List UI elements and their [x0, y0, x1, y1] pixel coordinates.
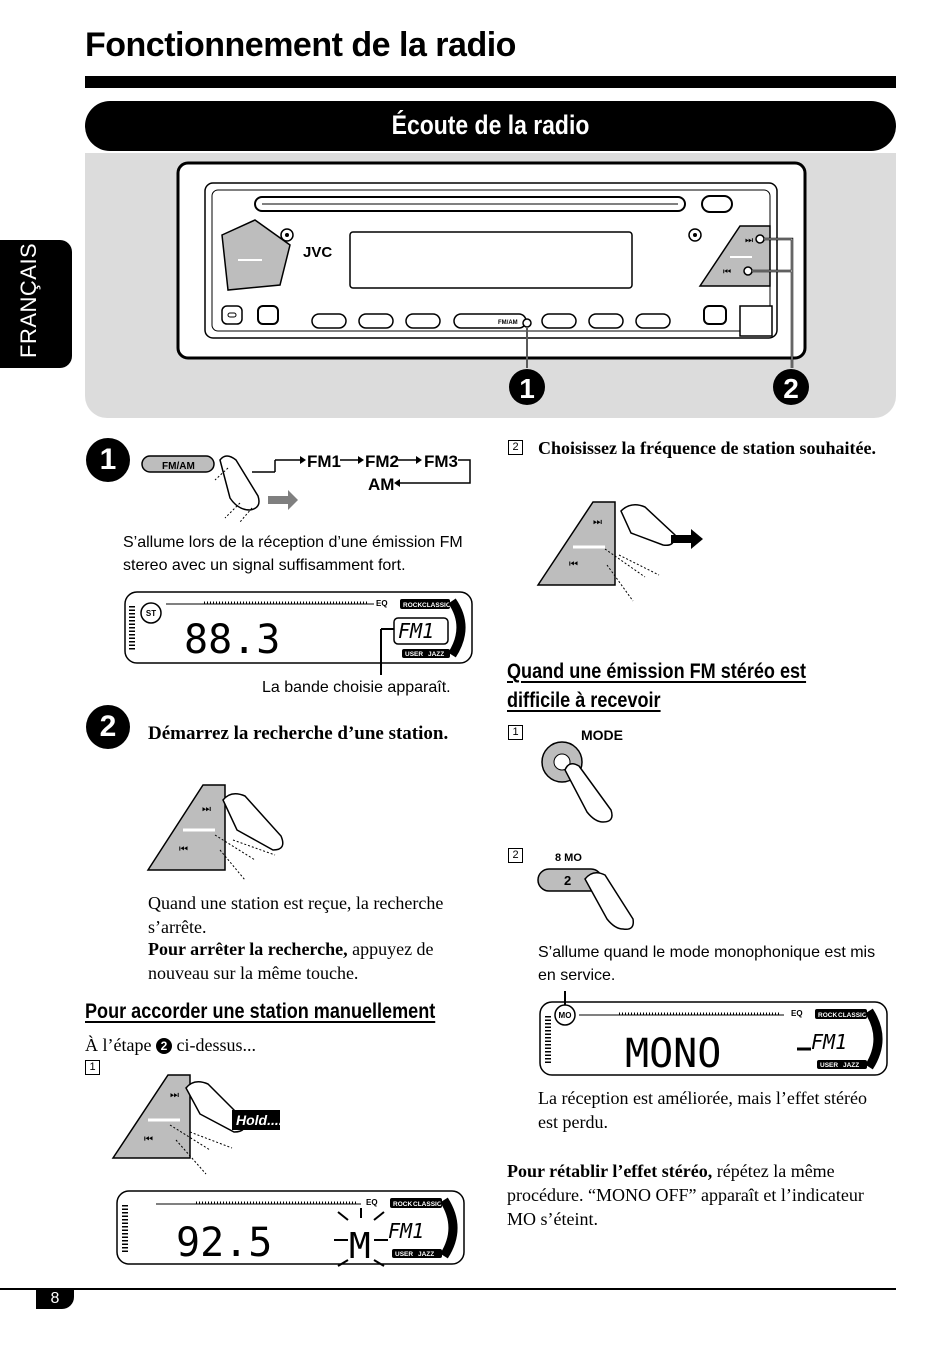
svg-text:ST: ST [146, 609, 156, 618]
stop-search-note: Pour arrêter la recherche, appuyez de no… [148, 939, 434, 983]
svg-text:2: 2 [564, 873, 571, 888]
tune-button-illustration: ⏭ ⏮ [536, 501, 703, 602]
lcd-display-1: ST 88.3 EQ ROCK CLASSIC FM1 USER JAZZ [124, 591, 473, 675]
svg-text:EQ: EQ [791, 1009, 803, 1018]
seek-button[interactable] [146, 784, 226, 871]
language-tab: FRANÇAIS [0, 240, 72, 368]
svg-text:FM1: FM1 [398, 619, 434, 643]
mode-label: MODE [581, 727, 623, 743]
footer-rule [0, 1288, 896, 1290]
choose-frequency-heading: Choisissez la fréquence de station souha… [538, 438, 876, 458]
restore-note: Pour rétablir l’effet stéréo, répétez la… [507, 1161, 864, 1229]
mo-button-illustration: 8 MO 2 [537, 852, 635, 931]
memory-indicator-flash: M [334, 1208, 388, 1267]
result-note: La réception est améliorée, mais l’effet… [538, 1088, 868, 1132]
manual-tuning-heading: Pour accorder une station manuellement [85, 1000, 436, 1023]
svg-text:⏮: ⏮ [569, 559, 578, 570]
lcd-display-mono: MO MONO EQ ROCK CLASSIC FM1 USER JAZZ [539, 991, 888, 1077]
svg-text:CLASSIC: CLASSIC [838, 1012, 867, 1019]
svg-text:JAZZ: JAZZ [418, 1251, 434, 1258]
next-icon: ⏭ [745, 236, 753, 246]
svg-text:FM/AM: FM/AM [162, 461, 195, 472]
hold-label: Hold.... [236, 1112, 283, 1128]
band-note: La bande choisie apparaît. [262, 679, 451, 696]
band-indicator [393, 617, 449, 645]
hold-seek-illustration: ⏭ ⏮ Hold.... [111, 1074, 283, 1175]
seek-button-press-illustration: ⏭ ⏮ [146, 784, 284, 881]
svg-text:⏭: ⏭ [170, 1090, 179, 1101]
prev-icon: ⏮ [723, 267, 731, 277]
manual-frequency-readout: 92.5 [176, 1220, 272, 1266]
band-am: AM [368, 475, 394, 494]
svg-text:2: 2 [783, 373, 799, 404]
mono-note: S’allume quand le mode monophonique est … [538, 944, 876, 984]
car-radio-faceplate: ⏭ ⏮ JVC FM/AM 1 2 [176, 161, 809, 405]
stereo-weak-heading-1: Quand une émission FM stéréo est [507, 660, 807, 683]
svg-text:CLASSIC: CLASSIC [413, 1201, 442, 1208]
svg-text:EQ: EQ [366, 1198, 378, 1207]
svg-text:ROCK: ROCK [393, 1201, 412, 1208]
mo-label: 8 MO [555, 852, 582, 864]
svg-text:⏮: ⏮ [144, 1134, 153, 1145]
step-1-marker: 1 [86, 438, 130, 482]
svg-text:EQ: EQ [376, 599, 388, 608]
lcd-display-manual: 92.5 M EQ ROCK CLASSIC FM1 USER JAZZ [116, 1190, 465, 1267]
st-indicator [140, 602, 162, 624]
svg-text:FM1: FM1 [811, 1030, 847, 1054]
svg-text:M: M [349, 1226, 371, 1267]
svg-text:CLASSIC: CLASSIC [422, 602, 451, 609]
svg-text:USER: USER [395, 1251, 413, 1258]
fm-am-press-illustration: FM/AM FM1 FM2 FM3 AM [141, 452, 471, 523]
svg-text:⏭: ⏭ [202, 804, 211, 815]
svg-text:JAZZ: JAZZ [428, 651, 444, 658]
svg-text:USER: USER [405, 651, 423, 658]
section-title: Écoute de la radio [391, 110, 590, 140]
right-step-2-box: 2 [508, 440, 523, 455]
title-rule [85, 76, 896, 88]
step-2-heading: Démarrez la recherche d’une station. [148, 723, 449, 744]
manual-step-1-box: 1 [85, 1060, 100, 1075]
frequency-readout: 88.3 [184, 617, 280, 663]
svg-text:ROCK: ROCK [818, 1012, 837, 1019]
fm-am-button-label: FM/AM [498, 320, 518, 326]
callout-2 [773, 369, 809, 405]
svg-text:JAZZ: JAZZ [843, 1062, 859, 1069]
tune-button[interactable] [536, 501, 616, 586]
st-note: S’allume lors de la réception d’une émis… [123, 534, 463, 574]
mode-step-1-box: 1 [508, 725, 523, 740]
section-title-bar: Écoute de la radio [85, 101, 896, 151]
svg-text:ROCK: ROCK [403, 602, 422, 609]
callout-1 [509, 369, 545, 405]
seek-button-hold[interactable] [111, 1074, 191, 1159]
svg-text:FM1: FM1 [388, 1219, 424, 1243]
band-fm2: FM2 [365, 452, 399, 471]
page-title: Fonctionnement de la radio [85, 26, 516, 64]
band-fm1: FM1 [307, 452, 341, 471]
svg-text:USER: USER [820, 1062, 838, 1069]
mo-step-2-box: 2 [508, 848, 523, 863]
svg-text:MO: MO [559, 1011, 572, 1020]
search-stop-note: Quand une station est reçue, la recherch… [148, 893, 444, 937]
svg-text:1: 1 [519, 373, 535, 404]
svg-text:⏭: ⏭ [593, 517, 602, 528]
mono-readout: MONO [625, 1031, 721, 1077]
fm-am-key[interactable] [141, 455, 215, 473]
page-number: 8 [36, 1289, 74, 1309]
svg-text:⏮: ⏮ [179, 844, 188, 855]
jvc-logo: JVC [303, 244, 332, 261]
manual-intro: À l’étape 2 ci-dessus... [85, 1035, 256, 1055]
stereo-weak-heading-2: difficile à recevoir [507, 689, 661, 712]
step-2-marker: 2 [86, 705, 130, 749]
mode-button-illustration: MODE [541, 727, 623, 823]
band-fm3: FM3 [424, 452, 458, 471]
